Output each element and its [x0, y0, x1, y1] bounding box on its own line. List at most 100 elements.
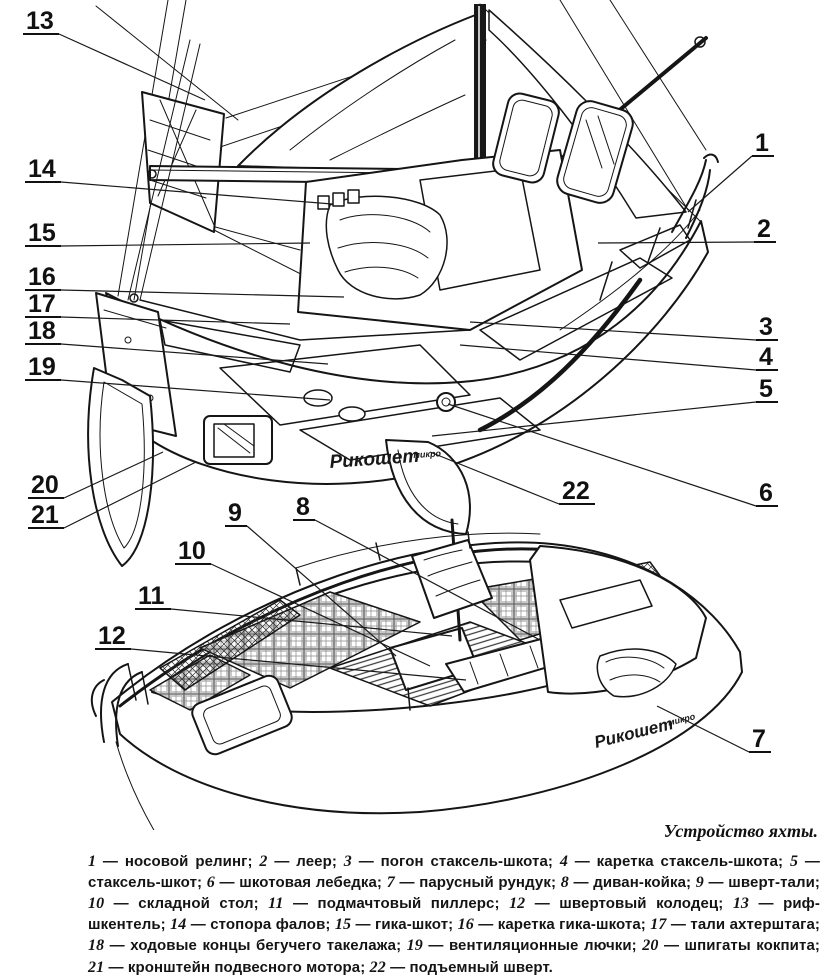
- legend-item-number: 20: [642, 937, 659, 955]
- leader-line: [60, 289, 345, 298]
- legend-item: 19 — вентиляционные лючки;: [406, 937, 643, 955]
- sail-bag: [325, 195, 448, 300]
- callout-14: 14: [25, 155, 333, 205]
- callout-number: 2: [757, 215, 771, 243]
- legend-item: 1 — носовой релинг;: [88, 853, 260, 870]
- callout-number: 18: [28, 317, 56, 345]
- pole-fitting: [694, 36, 706, 48]
- legend-item-number: 16: [457, 916, 474, 934]
- callout-1: 1: [687, 129, 774, 213]
- stern-locker: [529, 545, 707, 698]
- leader-line: [246, 525, 397, 657]
- callout-22: 22: [429, 451, 595, 505]
- callout-number: 12: [98, 622, 126, 650]
- bow-pulpit-lower: [90, 663, 149, 747]
- legend-item-number: 15: [334, 916, 352, 934]
- leader-line: [170, 608, 453, 637]
- callout-number: 3: [759, 313, 773, 341]
- legend-item: 14 — стопора фалов;: [170, 916, 335, 934]
- leader-line: [687, 155, 753, 213]
- cockpit-sole-grip: [219, 344, 471, 426]
- bottom-view-cutaway: Рикошет микро: [90, 518, 743, 830]
- callout-6: 6: [447, 403, 778, 507]
- leader-line: [58, 33, 206, 101]
- legend-item: 11 — подмачтовый пиллерс;: [268, 895, 510, 913]
- outboard-motor-bracket: [203, 415, 273, 465]
- leader-line: [459, 344, 757, 371]
- legend-item-number: 17: [650, 916, 667, 934]
- callout-number: 5: [759, 375, 773, 403]
- callout-10: 10: [175, 537, 431, 667]
- leader-line: [63, 451, 164, 499]
- hull-logo-suffix: микро: [413, 448, 442, 460]
- callout-number: 16: [28, 263, 56, 291]
- halyard-stopper: [347, 189, 360, 204]
- bow-pulpit: [559, 153, 719, 331]
- callout-3: 3: [469, 313, 778, 341]
- legend-item-number: 21: [88, 958, 105, 976]
- callout-21: 21: [28, 461, 197, 529]
- legend-item: 15 — гика-шкот;: [334, 916, 458, 934]
- callout-2: 2: [597, 215, 776, 244]
- legend-item: 2 — леер;: [259, 853, 344, 870]
- legend-item: 20 — шпигаты кокпита;: [642, 937, 820, 955]
- legend-item: 21 — кронштейн подвесного мотора;: [88, 958, 370, 976]
- legend-item: 18 — ходовые концы бегучего такелажа;: [88, 937, 407, 955]
- legend-item-number: 18: [88, 937, 105, 955]
- cabin: [297, 149, 583, 331]
- callout-7: 7: [656, 705, 771, 753]
- callout-number: 22: [562, 477, 590, 505]
- legend-item: 13 — риф-шкентель;: [88, 895, 820, 934]
- cockpit-bench-grip: [159, 319, 301, 373]
- vent-hatch: [338, 406, 366, 422]
- callout-number: 8: [296, 493, 310, 521]
- lifeline-lower: [295, 531, 541, 586]
- legend-item: 12 — швертовый колодец;: [509, 895, 733, 913]
- companionway-hatch: [411, 539, 493, 619]
- leader-line: [63, 461, 197, 529]
- callout-number: 4: [759, 343, 773, 371]
- callout-number: 13: [26, 7, 54, 35]
- callout-number: 14: [28, 155, 56, 183]
- legend-item: 6 — шкотовая лебедка;: [206, 874, 387, 892]
- legend-item-number: 5: [789, 853, 799, 870]
- caption-title: Устройство яхты.: [663, 821, 818, 841]
- legend-item: 9 — шверт-тали;: [695, 874, 821, 892]
- legend-item-number: 19: [406, 937, 423, 955]
- sheet-winch: [436, 392, 456, 412]
- foredeck-grip: [159, 599, 301, 691]
- leader-line: [314, 519, 541, 641]
- foredeck-grip: [619, 224, 691, 269]
- callout-19: 19: [25, 353, 331, 401]
- legend-item-number: 6: [206, 874, 215, 892]
- cockpit-sole-grip: [299, 397, 541, 461]
- callout-number: 7: [752, 725, 766, 753]
- callout-number: 19: [28, 353, 56, 381]
- forward-hatch: [191, 674, 293, 756]
- legend-item: 7 — парусный рундук;: [386, 874, 561, 892]
- callout-13: 13: [23, 7, 206, 101]
- callout-number: 20: [31, 471, 59, 499]
- callout-16: 16: [25, 263, 345, 298]
- callout-18: 18: [25, 317, 329, 365]
- leader-line: [60, 343, 329, 365]
- leader-line: [60, 242, 311, 247]
- legend-item: 5 — стаксель-шкот;: [88, 853, 820, 892]
- leader-line: [429, 451, 560, 505]
- stowed-motor: [596, 648, 677, 698]
- leader-line: [210, 563, 431, 667]
- mainsail: [237, 13, 479, 175]
- leader-line: [469, 321, 757, 341]
- legend-item-number: 10: [88, 895, 105, 913]
- callout-12: 12: [95, 622, 467, 681]
- halyard-stopper: [332, 192, 345, 207]
- legend-item-number: 22: [369, 958, 386, 976]
- callout-15: 15: [25, 219, 311, 247]
- callout-number: 10: [178, 537, 206, 565]
- leader-line: [431, 401, 757, 437]
- top-view-stern-quarter: Рикошет микро: [87, 0, 719, 567]
- callout-11: 11: [135, 582, 453, 637]
- legend-item-number: 3: [343, 853, 352, 870]
